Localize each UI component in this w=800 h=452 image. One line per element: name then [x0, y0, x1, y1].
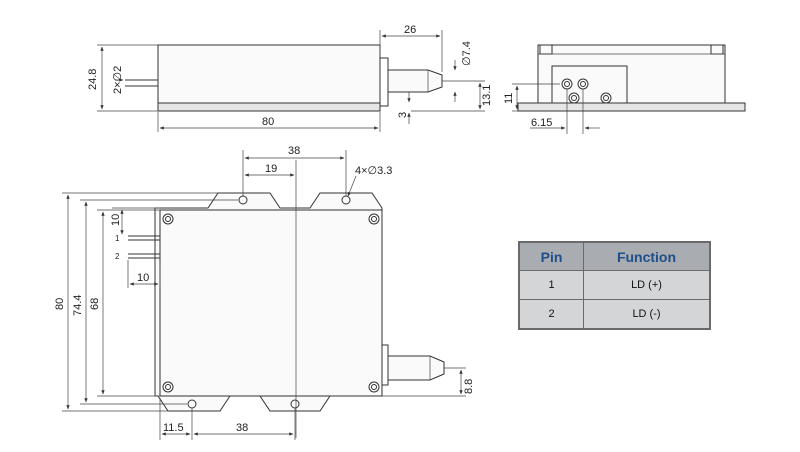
pin-2-label: 2 [115, 252, 120, 261]
plan-view: 1 2 38 19 4×∅3.3 10 10 80 74.4 [54, 145, 475, 440]
pin-1-label: 1 [115, 234, 120, 243]
pin-table-header-row: Pin Function [518, 241, 711, 271]
dim-side-offset-6-15: 6.15 [531, 117, 552, 129]
dim-body-height-68: 68 [89, 298, 101, 310]
side-view-connector-panel [551, 65, 628, 104]
corner-screw [162, 213, 174, 225]
side-view-baseplate [517, 102, 746, 112]
dim-base-3: 3 [397, 112, 409, 118]
function-cell: LD (+) [583, 270, 711, 300]
dim-holes-top-38: 38 [288, 145, 300, 157]
top-view-body [157, 44, 381, 104]
table-row: 2 LD (-) [518, 299, 711, 330]
top-view-baseplate [157, 102, 381, 112]
side-view: 11 6.15 [503, 44, 746, 134]
dim-hole-offset-19: 19 [265, 163, 277, 175]
corner-screw [368, 213, 380, 225]
dim-holes-height-74-4: 74.4 [72, 295, 84, 316]
corner-screw [368, 381, 380, 393]
dim-width-80: 80 [262, 116, 274, 128]
side-view-body [537, 44, 726, 104]
top-view-fiber-boot [387, 69, 443, 93]
pin-cell: 1 [518, 270, 584, 300]
dim-pin-spacing-10: 10 [110, 214, 122, 226]
table-row: 1 LD (+) [518, 270, 711, 300]
dim-holes-4x-dia3-3: 4×∅3.3 [355, 165, 392, 177]
dim-fiber-dia-7-4: ∅7.4 [461, 41, 473, 66]
dim-pin-length-10: 10 [137, 272, 149, 284]
pin-header: Pin [518, 241, 584, 271]
function-cell: LD (-) [583, 299, 711, 330]
pin-function-table: Pin Function 1 LD (+) 2 LD (-) [518, 241, 711, 330]
dim-fiber-center-13-1: 13.1 [481, 85, 493, 106]
top-view: 80 24.8 2×∅2 26 ∅7.4 13.1 3 [87, 24, 493, 132]
dim-holes-bottom-38: 38 [236, 422, 248, 434]
corner-screw [162, 381, 174, 393]
dim-total-height-80: 80 [54, 298, 66, 310]
pin-cell: 2 [518, 299, 584, 330]
dim-height-24-8: 24.8 [87, 69, 99, 90]
top-view-fiber-flange [379, 57, 389, 107]
dim-fiber-length-26: 26 [404, 24, 416, 36]
side-view-screw-hole [600, 92, 612, 104]
function-header: Function [583, 241, 711, 271]
plan-view-fiber-boot [387, 355, 445, 381]
plan-view-outline [154, 192, 383, 412]
dim-fiber-height-8-8: 8.8 [463, 379, 475, 394]
dim-hole-offset-11-5: 11.5 [163, 422, 184, 434]
side-view-fiber-port [568, 92, 580, 104]
plan-view-fiber-flange [381, 344, 389, 386]
dim-pins-2x-dia2: 2×∅2 [112, 66, 124, 94]
plan-view-body [159, 209, 383, 397]
dim-side-height-11: 11 [503, 93, 515, 104]
